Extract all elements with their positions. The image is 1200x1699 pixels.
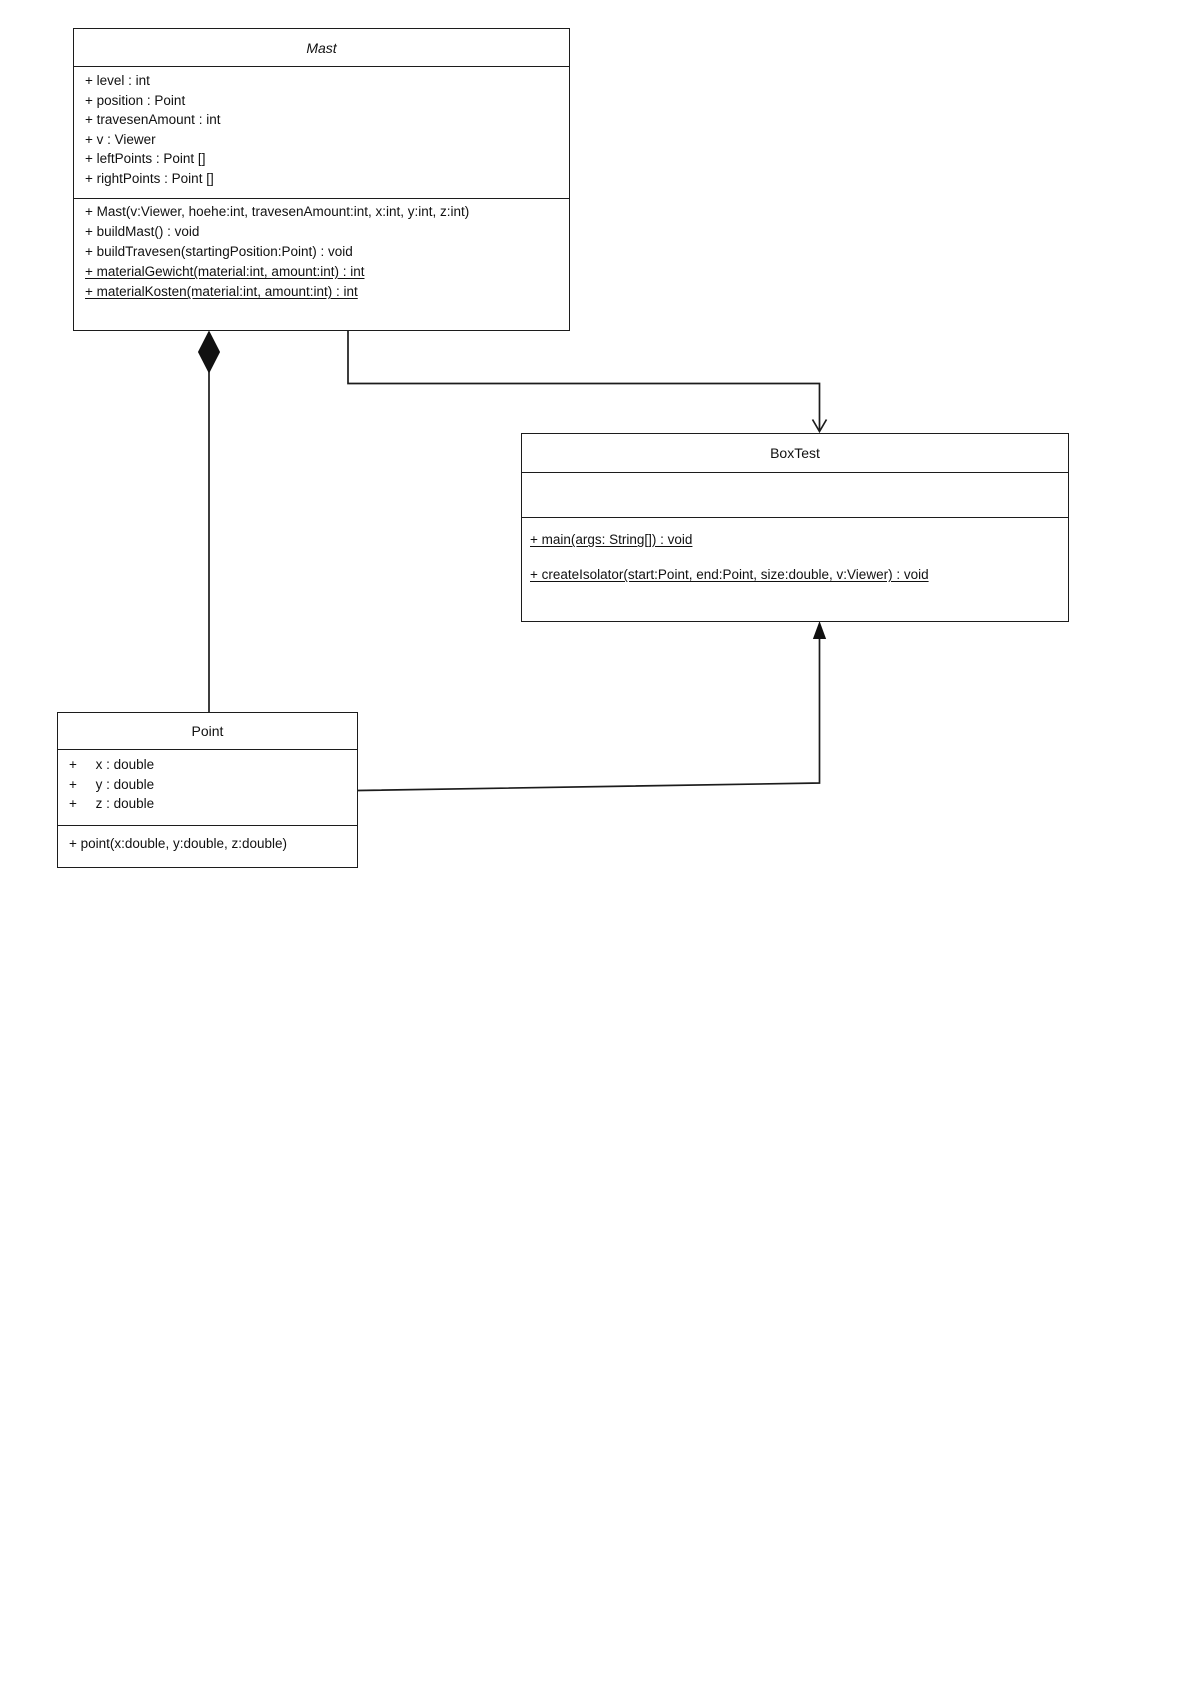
method: + Mast(v:Viewer, hoehe:int, travesenAmou… [85, 204, 470, 219]
class-title-point: Point [191, 723, 224, 739]
static-method: + materialKosten(material:int, amount:in… [85, 284, 358, 299]
association-line [357, 636, 821, 792]
composition-diamond-icon [197, 330, 221, 374]
static-method: + materialGewicht(material:int, amount:i… [85, 264, 365, 279]
open-arrowhead-icon [811, 419, 828, 434]
methods-compartment-boxtest: + main(args: String[]) : void + createIs… [522, 517, 1068, 621]
static-method: + main(args: String[]) : void [530, 532, 693, 547]
static-method: + createIsolator(start:Point, end:Point,… [530, 567, 929, 582]
attributes-compartment-mast: + level : int + position : Point + trave… [74, 66, 569, 198]
methods-compartment-mast: + Mast(v:Viewer, hoehe:int, travesenAmou… [74, 198, 569, 330]
methods-compartment-point: + point(x:double, y:double, z:double) [58, 825, 357, 867]
association-line [347, 331, 821, 431]
attribute: + y : double [69, 776, 155, 792]
attribute: + travesenAmount : int [85, 112, 221, 127]
method: + buildTravesen(startingPosition:Point) … [85, 244, 353, 259]
class-title-boxtest: BoxTest [770, 445, 820, 461]
class-box-mast: Mast + level : int + position : Point + … [73, 28, 570, 331]
attribute: + level : int [85, 73, 150, 88]
attribute: + rightPoints : Point [] [85, 170, 214, 186]
method: + buildMast() : void [85, 224, 200, 239]
association-point-boxtest [357, 621, 827, 792]
class-title-mast: Mast [306, 39, 337, 56]
attribute: + x : double [69, 757, 155, 772]
attribute: + z : double [69, 796, 155, 811]
attribute: + leftPoints : Point [] [85, 151, 206, 166]
class-box-boxtest: BoxTest + main(args: String[]) : void + … [521, 433, 1069, 622]
composition-mast-point [197, 330, 221, 713]
attributes-compartment-boxtest [522, 472, 1068, 517]
class-box-point: Point + x : double + y : double + z : do… [57, 712, 358, 868]
attribute: + position : Point [85, 92, 186, 108]
association-mast-boxtest [347, 331, 828, 434]
filled-arrowhead-icon [812, 621, 827, 639]
method: + point(x:double, y:double, z:double) [69, 836, 288, 851]
attributes-compartment-point: + x : double + y : double + z : double [58, 749, 357, 825]
attribute: + v : Viewer [85, 131, 156, 147]
